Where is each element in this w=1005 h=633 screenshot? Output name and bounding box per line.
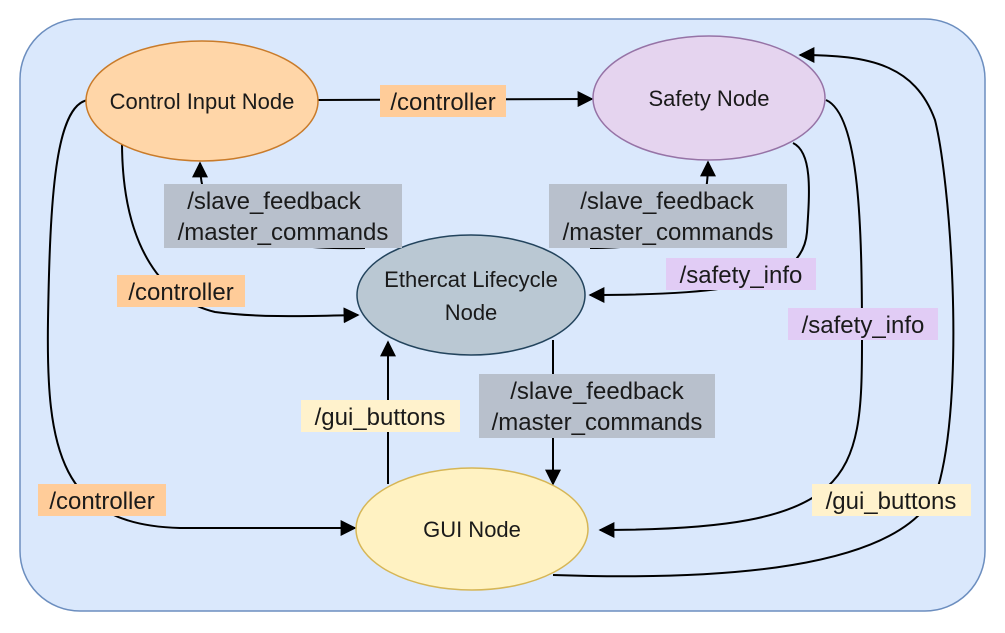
slave-feedback-right-text: /slave_feedback	[580, 188, 754, 215]
label-gui-buttons-right: /gui_buttons	[812, 484, 971, 516]
label-feedback-right: /slave_feedback /master_commands	[549, 184, 787, 248]
edge-safety-to-ethercat	[588, 142, 810, 303]
master-commands-left-text: /master_commands	[178, 219, 389, 246]
label-safety-info-right: /safety_info	[788, 308, 938, 340]
slave-feedback-left-text: /slave_feedback	[187, 188, 361, 215]
ethercat-label-line1: Ethercat Lifecycle	[384, 267, 558, 292]
master-commands-right-text: /master_commands	[563, 219, 774, 246]
slave-feedback-center-text: /slave_feedback	[510, 378, 684, 405]
gui-ellipse	[355, 467, 589, 591]
label-feedback-left: /slave_feedback /master_commands	[164, 184, 402, 248]
controller-left-text: /controller	[128, 279, 233, 306]
label-gui-buttons-center: /gui_buttons	[301, 400, 460, 432]
ethercat-label-line2: Node	[445, 300, 498, 325]
ethercat-ellipse	[356, 234, 586, 356]
label-controller-left: /controller	[117, 275, 245, 307]
edge-gui-to-safety	[552, 47, 955, 578]
label-safety-info-mid: /safety_info	[666, 258, 816, 290]
safety-info-right-text: /safety_info	[802, 312, 925, 339]
control-input-ellipse	[85, 40, 319, 162]
controller-bottom-text: /controller	[49, 488, 154, 515]
safety-info-mid-text: /safety_info	[680, 262, 803, 289]
control-input-label: Control Input Node	[110, 89, 295, 114]
safety-ellipse	[592, 35, 826, 161]
node-ethercat: Ethercat Lifecycle Node	[356, 234, 586, 356]
label-feedback-center: /slave_feedback /master_commands	[479, 374, 715, 438]
node-gui: GUI Node	[355, 467, 589, 591]
node-control-input: Control Input Node	[85, 40, 319, 162]
gui-label: GUI Node	[423, 517, 521, 542]
gui-buttons-right-text: /gui_buttons	[826, 488, 957, 515]
controller-top-text: /controller	[390, 89, 495, 116]
label-controller-top: /controller	[380, 85, 506, 117]
node-safety: Safety Node	[592, 35, 826, 161]
gui-buttons-center-text: /gui_buttons	[315, 404, 446, 431]
edge-safety-to-gui	[598, 99, 864, 538]
label-controller-bottom: /controller	[38, 484, 166, 516]
master-commands-center-text: /master_commands	[492, 409, 703, 436]
safety-label: Safety Node	[648, 86, 769, 111]
edge-control-to-ethercat	[121, 141, 360, 324]
